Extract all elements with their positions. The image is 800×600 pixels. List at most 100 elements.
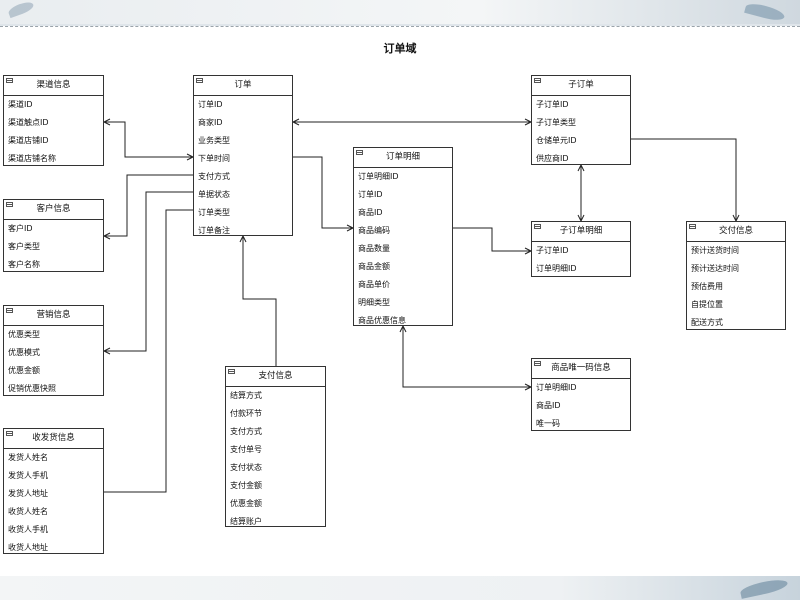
entity-field: 预计送达时间 xyxy=(691,264,739,273)
entity-sub-order[interactable]: 子订单子订单ID 子订单类型仓储单元ID 供应商ID xyxy=(531,75,631,165)
table-icon xyxy=(534,78,541,83)
entity-field: 订单类型 xyxy=(198,208,230,217)
entity-field: 订单明细ID xyxy=(536,264,577,273)
entity-field: 渠道店铺名称 xyxy=(8,154,56,163)
entity-field: 结算方式 xyxy=(230,391,262,400)
entity-field: 收货人姓名 xyxy=(8,507,48,516)
entity-title: 商品唯一码信息 xyxy=(551,363,611,373)
table-icon xyxy=(689,224,696,229)
table-icon xyxy=(356,150,363,155)
entity-shipping[interactable]: 收发货信息发货人姓名发货人手机发货人地址收货人姓名收货人手机收货人地址 xyxy=(3,428,104,554)
entity-header: 客户信息 xyxy=(4,200,103,220)
entity-title: 子订单 xyxy=(568,80,594,90)
entity-field: 渠道ID xyxy=(8,100,33,109)
entity-title: 客户信息 xyxy=(36,204,71,214)
entity-title: 子订单明细 xyxy=(559,226,603,236)
entity-field: 发货人姓名 xyxy=(8,453,48,462)
entity-title: 收发货信息 xyxy=(32,433,75,443)
entity-field: 订单ID xyxy=(358,190,383,199)
entity-field: 支付金额 xyxy=(230,481,262,490)
entity-payment[interactable]: 支付信息结算方式付款环节支付方式支付单号支付状态支付金额优惠金额结算账户 xyxy=(225,366,326,527)
entity-field: 商家ID xyxy=(198,118,223,127)
entity-field: 支付方式 xyxy=(198,172,230,181)
entity-title: 支付信息 xyxy=(258,371,293,381)
entity-field: 子订单ID xyxy=(536,246,569,255)
table-icon xyxy=(534,361,541,366)
entity-field: 优惠模式 xyxy=(8,348,40,357)
entity-field: 促销优惠快照 xyxy=(8,384,56,393)
entity-field: 仓储单元ID xyxy=(536,136,577,145)
entity-field: 发货人地址 xyxy=(8,489,48,498)
entity-field: 商品金额 xyxy=(358,262,390,271)
entity-field: 订单ID xyxy=(198,100,223,109)
entity-order[interactable]: 订单订单ID 商家ID 业务类型下单时间支付方式单据状态订单类型订单备注 xyxy=(193,75,293,236)
entity-field: 收货人地址 xyxy=(8,543,48,552)
entity-field: 商品数量 xyxy=(358,244,390,253)
entity-field: 下单时间 xyxy=(198,154,230,163)
entity-field: 订单明细ID xyxy=(536,383,577,392)
entity-field: 渠道触点ID xyxy=(8,118,49,127)
entity-field: 业务类型 xyxy=(198,136,230,145)
entity-order-detail[interactable]: 订单明细订单明细ID 订单ID 商品ID 商品编码商品数量商品金额商品单价明细类型商品… xyxy=(353,147,453,326)
entity-customer[interactable]: 客户信息客户ID 客户类型客户名称 xyxy=(3,199,104,272)
entity-header: 订单 xyxy=(194,76,292,96)
entity-sub-order-detail[interactable]: 子订单明细子订单ID 订单明细ID xyxy=(531,221,631,277)
entity-field: 优惠金额 xyxy=(230,499,262,508)
entity-header: 订单明细 xyxy=(354,148,452,168)
entity-field: 子订单ID xyxy=(536,100,569,109)
entity-field: 优惠类型 xyxy=(8,330,40,339)
entity-field: 预估费用 xyxy=(691,282,723,291)
entity-field: 订单明细ID xyxy=(358,172,399,181)
table-icon xyxy=(6,308,13,313)
entity-field: 商品优惠信息 xyxy=(358,316,406,325)
entity-marketing[interactable]: 营销信息优惠类型优惠模式优惠金额促销优惠快照 xyxy=(3,305,104,396)
entity-field: 客户ID xyxy=(8,224,33,233)
entity-field: 商品ID xyxy=(536,401,561,410)
table-icon xyxy=(228,369,235,374)
entity-field: 收货人手机 xyxy=(8,525,48,534)
entity-header: 子订单 xyxy=(532,76,630,96)
entity-field: 子订单类型 xyxy=(536,118,576,127)
entity-field: 商品编码 xyxy=(358,226,390,235)
table-icon xyxy=(6,431,13,436)
entity-title: 营销信息 xyxy=(36,310,71,320)
entity-field: 配送方式 xyxy=(691,318,723,327)
entity-field: 明细类型 xyxy=(358,298,390,307)
entity-field: 唯一码 xyxy=(536,419,560,428)
entity-header: 收发货信息 xyxy=(4,429,103,449)
entity-field: 结算账户 xyxy=(230,517,262,526)
table-icon xyxy=(6,202,13,207)
entity-field: 渠道店铺ID xyxy=(8,136,49,145)
entity-field: 商品ID xyxy=(358,208,383,217)
background-top-band xyxy=(0,0,800,24)
background-bottom-band xyxy=(0,576,800,600)
entity-field: 支付状态 xyxy=(230,463,262,472)
entity-field: 优惠金额 xyxy=(8,366,40,375)
entity-field: 发货人手机 xyxy=(8,471,48,480)
entity-header: 营销信息 xyxy=(4,306,103,326)
entity-field: 支付方式 xyxy=(230,427,262,436)
entity-field: 单据状态 xyxy=(198,190,230,199)
entity-field: 自提位置 xyxy=(691,300,723,309)
entity-field: 付款环节 xyxy=(230,409,262,418)
diagram-title: 订单域 xyxy=(383,42,417,55)
entity-header: 子订单明细 xyxy=(532,222,630,242)
entity-header: 商品唯一码信息 xyxy=(532,359,630,379)
entity-title: 订单明细 xyxy=(385,152,420,162)
entity-field: 客户名称 xyxy=(8,260,40,269)
entity-field: 客户类型 xyxy=(8,242,40,251)
entity-title: 渠道信息 xyxy=(36,80,71,90)
entity-field: 供应商ID xyxy=(536,154,569,163)
table-icon xyxy=(534,224,541,229)
entity-title: 交付信息 xyxy=(718,226,753,236)
entity-field: 商品单价 xyxy=(358,280,390,289)
entity-channel[interactable]: 渠道信息渠道ID 渠道触点ID 渠道店铺ID 渠道店铺名称 xyxy=(3,75,104,166)
entity-item-code[interactable]: 商品唯一码信息订单明细ID 商品ID 唯一码 xyxy=(531,358,631,431)
entity-delivery[interactable]: 交付信息预计送货时间预计送达时间预估费用自提位置配送方式 xyxy=(686,221,786,330)
table-icon xyxy=(6,78,13,83)
entity-header: 渠道信息 xyxy=(4,76,103,96)
entity-field: 订单备注 xyxy=(198,226,230,235)
entity-field: 支付单号 xyxy=(230,445,262,454)
table-icon xyxy=(196,78,203,83)
entity-title: 订单 xyxy=(234,80,252,90)
